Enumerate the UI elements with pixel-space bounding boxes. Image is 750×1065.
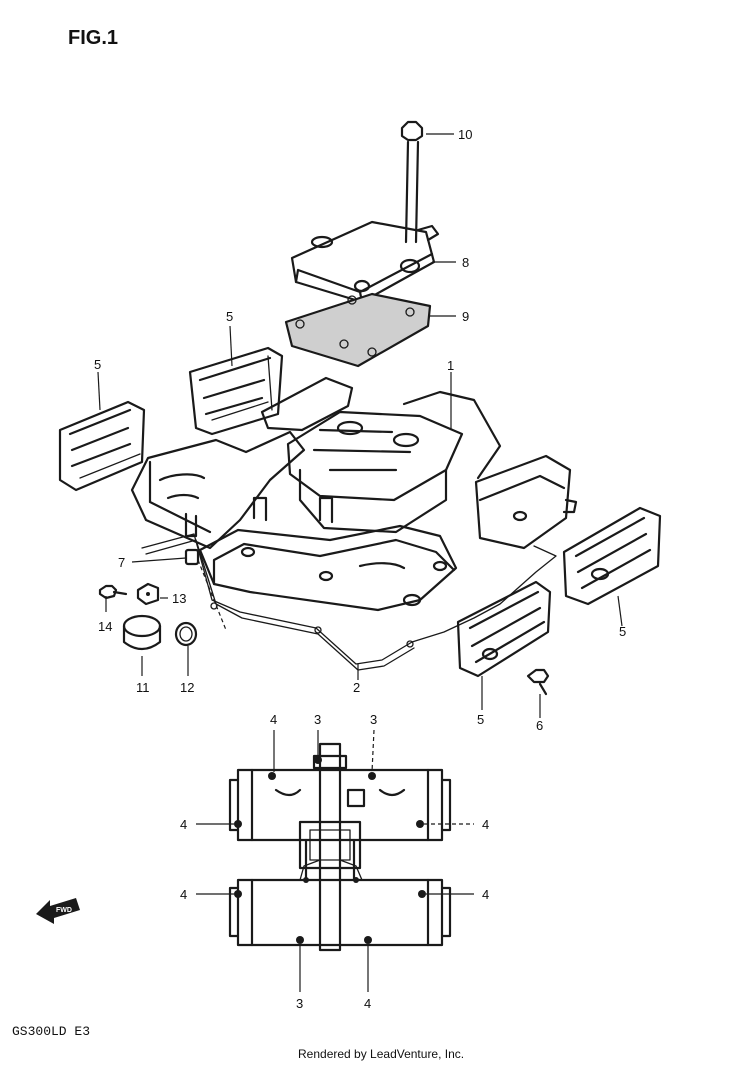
callout-2: 2 — [353, 680, 360, 695]
callout-13: 13 — [172, 591, 186, 606]
oring-12 — [174, 621, 198, 647]
leader-lines — [97, 133, 623, 718]
callout-9: 9 — [462, 309, 469, 324]
bolt-10 — [400, 120, 424, 244]
callout-10: 10 — [458, 127, 472, 142]
callout-labels: 10 8 9 1 5 5 7 13 14 11 12 2 5 5 6 4 3 3… — [94, 127, 626, 1011]
callout-1: 1 — [447, 358, 454, 373]
callout-8: 8 — [462, 255, 469, 270]
callout-3-top-a: 3 — [314, 712, 321, 727]
callout-3-bottom: 3 — [296, 996, 303, 1011]
plug-11 — [122, 614, 162, 651]
callout-4-bottom: 4 — [364, 996, 371, 1011]
cap-5-left — [58, 400, 146, 492]
clamp-13 — [136, 582, 160, 606]
callout-3-top-b: 3 — [370, 712, 377, 727]
top-view-leaders — [196, 729, 474, 992]
callout-11: 11 — [136, 680, 150, 695]
callout-5-left: 5 — [94, 357, 101, 372]
callout-4-top: 4 — [270, 712, 277, 727]
callout-7: 7 — [118, 555, 125, 570]
callout-4-lower-left: 4 — [180, 887, 187, 902]
callout-5-top-left: 5 — [226, 309, 233, 324]
cap-5-bottom-right — [456, 580, 552, 678]
callout-5-bottom-right: 5 — [477, 712, 484, 727]
figure-label: FIG.1 — [68, 27, 118, 49]
fwd-arrow-icon: FWD — [36, 898, 80, 924]
callout-12: 12 — [180, 680, 194, 695]
cap-5-right — [562, 506, 662, 606]
gasket-2 — [141, 533, 557, 671]
callout-4-lower-right: 4 — [482, 887, 489, 902]
fwd-label: FWD — [56, 907, 72, 914]
top-view-head — [228, 742, 452, 952]
screw-14 — [98, 584, 128, 600]
gasket-9 — [284, 292, 432, 368]
head-cover-1 — [130, 376, 578, 612]
cap-5-top-left — [188, 346, 284, 436]
callout-4-upper-left: 4 — [180, 817, 187, 832]
callout-14: 14 — [98, 619, 112, 634]
callout-4-upper-right: 4 — [482, 817, 489, 832]
callout-5-right: 5 — [619, 624, 626, 639]
callout-6: 6 — [536, 718, 543, 733]
credit-line: Rendered by LeadVenture, Inc. — [298, 1047, 464, 1061]
model-code: GS300LD E3 — [12, 1024, 90, 1039]
screw-6 — [526, 668, 550, 696]
dowel-7 — [184, 548, 200, 566]
